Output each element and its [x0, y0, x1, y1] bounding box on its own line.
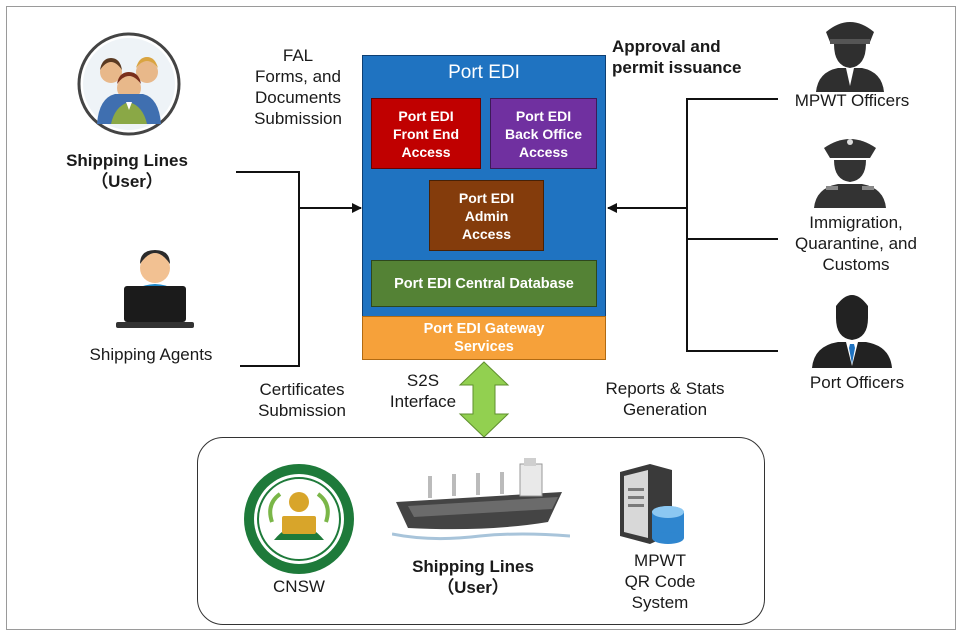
- shipping-agents-label: Shipping Agents: [89, 345, 213, 364]
- s2s-interface-label: S2S Interface: [389, 371, 457, 411]
- businessman-icon: [806, 288, 898, 368]
- bottom-shipping-lines-label: Shipping Lines （User）: [412, 557, 534, 597]
- agent-laptop-icon: [106, 242, 204, 334]
- mpwt-officers-label: MPWT Officers: [794, 91, 910, 110]
- front-end-access-box: Port EDI Front End Access: [371, 98, 481, 169]
- certificates-submission-label: Certificates Submission: [258, 380, 346, 420]
- right-connector: [686, 98, 778, 352]
- fal-submission-label: FAL Forms, and Documents Submission: [254, 46, 342, 128]
- cnsw-seal-icon: [242, 462, 356, 576]
- cnsw-label: CNSW: [273, 577, 325, 596]
- shipping-lines-label: Shipping Lines （User）: [66, 151, 188, 191]
- approval-permit-label: Approval and permit issuance: [612, 37, 742, 77]
- central-database-box: Port EDI Central Database: [371, 260, 597, 307]
- diagram-frame: [6, 6, 956, 630]
- military-officer-icon: [806, 128, 894, 208]
- port-officers-label: Port Officers: [809, 373, 905, 392]
- back-office-access-box: Port EDI Back Office Access: [490, 98, 597, 169]
- officer-cap-icon: [806, 10, 894, 92]
- mpwt-qr-code-system-label: MPWT QR Code System: [624, 551, 696, 612]
- users-group-icon: [77, 32, 181, 136]
- port-edi-title: Port EDI: [448, 62, 520, 83]
- admin-access-box: Port EDI Admin Access: [429, 180, 544, 251]
- reports-stats-label: Reports & Stats Generation: [605, 379, 725, 419]
- cargo-ship-icon: [392, 454, 570, 544]
- gateway-services-box: Port EDI Gateway Services: [362, 316, 606, 360]
- server-database-icon: [612, 462, 688, 548]
- immigration-quarantine-customs-label: Immigration, Quarantine, and Customs: [795, 213, 917, 274]
- left-connector: [236, 171, 300, 367]
